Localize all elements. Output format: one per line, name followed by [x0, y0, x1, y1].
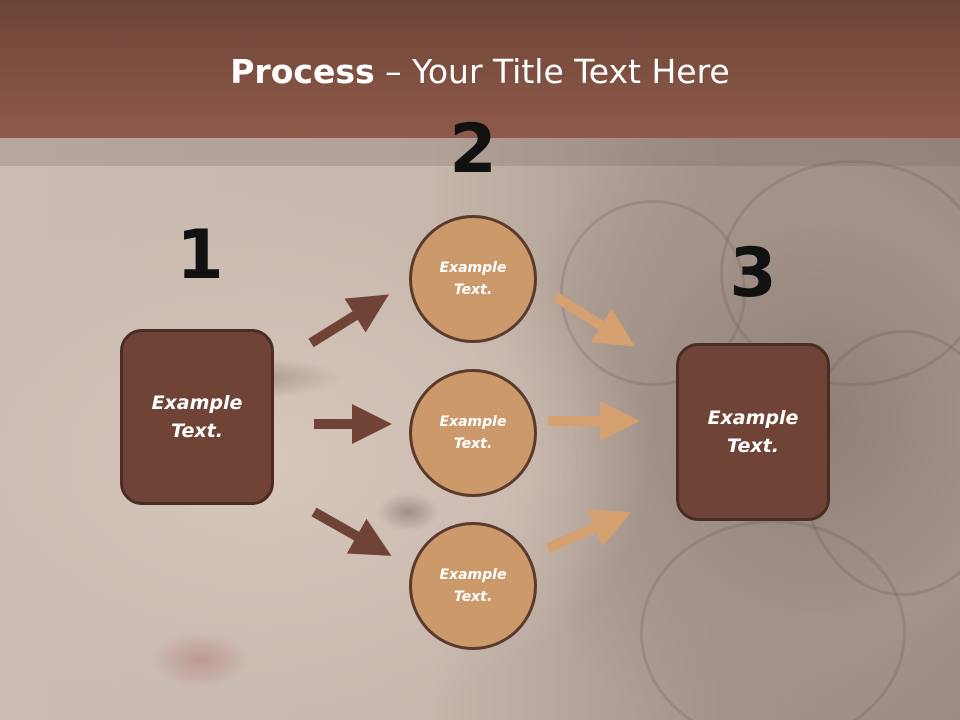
circle-top-text: Example Text. — [439, 259, 507, 298]
arrow-left-to-top — [308, 294, 389, 348]
circle-top[interactable]: Example Text. — [409, 215, 537, 343]
hair-curl — [640, 520, 906, 720]
box-step-1-text: Example Text. — [151, 391, 243, 443]
box-step-3-text: Example Text. — [707, 406, 799, 458]
title-band — [0, 138, 960, 166]
title-rest: – Your Title Text Here — [374, 52, 730, 91]
arrow-bottom-to-right — [546, 509, 632, 553]
step-number-1: 1 — [176, 216, 224, 295]
arrow-top-to-right — [553, 292, 635, 347]
box-step-3[interactable]: Example Text. — [676, 343, 830, 521]
circle-middle-text: Example Text. — [439, 413, 507, 452]
step-number-3: 3 — [729, 234, 777, 313]
circle-bottom-text: Example Text. — [439, 566, 507, 605]
arrow-left-to-bottom — [311, 507, 392, 556]
circle-bottom[interactable]: Example Text. — [409, 522, 537, 650]
hair-curl — [560, 200, 746, 386]
title-bar — [0, 0, 960, 138]
title-bold: Process — [230, 52, 375, 91]
step-number-2: 2 — [449, 110, 497, 189]
slide-title[interactable]: Process – Your Title Text Here — [0, 52, 960, 91]
box-step-1[interactable]: Example Text. — [120, 329, 274, 505]
circle-middle[interactable]: Example Text. — [409, 369, 537, 497]
